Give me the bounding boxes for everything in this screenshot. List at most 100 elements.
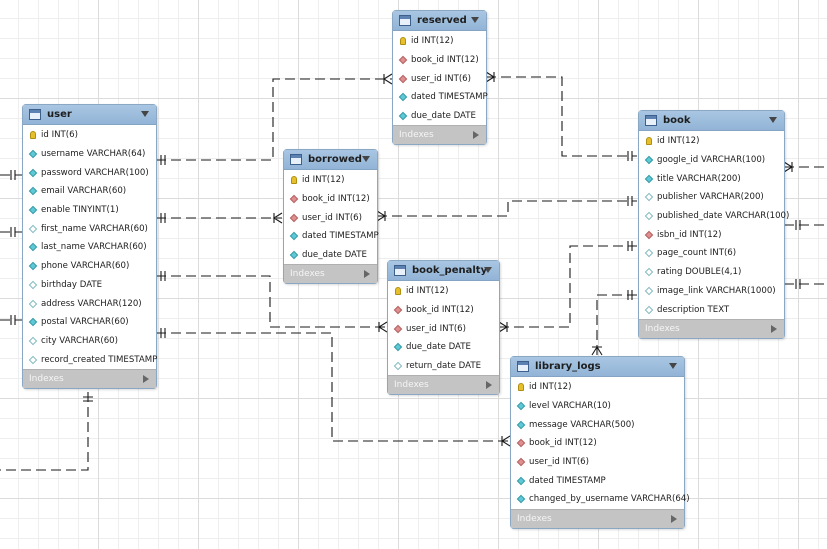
indexes-section[interactable]: Indexes (23, 368, 156, 388)
column-row[interactable]: user_id INT(6) (284, 208, 377, 227)
column-row[interactable]: dated TIMESTAMP (393, 88, 488, 107)
column-row[interactable]: due_date DATE (284, 246, 377, 265)
column-row[interactable]: page_count INT(6) (639, 244, 784, 263)
expand-arrow-icon[interactable] (143, 374, 149, 383)
primary-key-icon (393, 287, 402, 296)
not-null-column-icon (28, 317, 37, 327)
table-header[interactable]: borrowed (284, 150, 377, 170)
not-null-column-icon-shape (516, 476, 525, 486)
foreign-key-icon (289, 213, 298, 222)
column-row[interactable]: level VARCHAR(10) (511, 397, 684, 416)
column-definition: book_id INT(12) (406, 305, 474, 316)
table-header[interactable]: user (23, 105, 156, 125)
column-row[interactable]: image_link VARCHAR(1000) (639, 282, 784, 301)
column-row[interactable]: rating DOUBLE(4,1) (639, 263, 784, 282)
table-header[interactable]: library_logs (511, 357, 684, 377)
indexes-section[interactable]: Indexes (284, 264, 377, 284)
table-header[interactable]: book (639, 111, 784, 131)
collapse-arrow-icon[interactable] (484, 267, 492, 273)
primary-key-icon-shape (394, 287, 401, 296)
column-row[interactable]: username VARCHAR(64) (23, 145, 156, 164)
collapse-arrow-icon[interactable] (362, 156, 370, 162)
nullable-column-icon-shape (28, 299, 37, 308)
column-row[interactable]: password VARCHAR(100) (23, 163, 156, 182)
foreign-key-icon (516, 439, 525, 448)
column-row[interactable]: return_date DATE (388, 357, 499, 376)
nullable-column-icon (28, 224, 37, 234)
primary-key-icon-shape (290, 176, 297, 185)
table-icon (394, 265, 406, 276)
column-row[interactable]: record_created TIMESTAMP (23, 350, 157, 369)
expand-arrow-icon[interactable] (364, 270, 370, 279)
table-reserved[interactable]: reserved id INT(12)book_id INT(12)user_i… (392, 10, 488, 146)
column-row[interactable]: book_id INT(12) (284, 190, 377, 209)
expand-arrow-icon[interactable] (473, 131, 479, 140)
expand-arrow-icon[interactable] (486, 381, 492, 390)
column-row[interactable]: dated TIMESTAMP (284, 227, 379, 246)
indexes-section[interactable]: Indexes (393, 125, 486, 145)
column-row[interactable]: book_id INT(12) (511, 434, 684, 453)
column-row[interactable]: id INT(12) (388, 282, 499, 301)
column-row[interactable]: book_id INT(12) (393, 51, 486, 70)
not-null-column-icon-shape (28, 243, 37, 252)
column-row[interactable]: due_date DATE (388, 338, 499, 357)
column-row[interactable]: published_date VARCHAR(100) (639, 207, 789, 226)
column-row[interactable]: isbn_id INT(12) (639, 225, 784, 244)
column-row[interactable]: phone VARCHAR(60) (23, 257, 156, 276)
table-borrowed[interactable]: borrowed id INT(12)book_id INT(12) user_i… (283, 149, 379, 285)
column-row[interactable]: id INT(12) (511, 378, 684, 397)
column-row[interactable]: title VARCHAR(200) (639, 169, 784, 188)
column-row[interactable]: email VARCHAR(60) (23, 182, 156, 201)
nullable-column-icon-shape (644, 305, 653, 314)
column-row[interactable]: user_id INT(6) (511, 453, 684, 472)
column-row[interactable]: user_id INT(6) (388, 319, 499, 338)
not-null-column-icon (28, 187, 37, 196)
table-header[interactable]: reserved (393, 11, 486, 31)
expand-arrow-icon[interactable] (771, 324, 777, 333)
column-row[interactable]: book_id INT(12) (388, 301, 499, 320)
column-row[interactable]: changed_by_username VARCHAR(64) (511, 490, 690, 509)
not-null-column-icon-shape (398, 111, 407, 121)
column-row[interactable]: due_date DATE (393, 107, 486, 126)
column-row[interactable]: birthday DATE (23, 276, 156, 295)
column-row[interactable]: last_name VARCHAR(60) (23, 238, 156, 257)
column-row[interactable]: first_name VARCHAR(60) (23, 219, 156, 238)
column-row[interactable]: message VARCHAR(500) (511, 415, 684, 434)
table-library-logs[interactable]: library_logs id INT(12)level VARCHAR(10)… (510, 356, 690, 529)
column-row[interactable]: address VARCHAR(120) (23, 294, 156, 313)
collapse-arrow-icon[interactable] (471, 17, 479, 23)
indexes-section[interactable]: Indexes (388, 375, 499, 395)
indexes-section[interactable]: Indexes (639, 318, 784, 338)
column-list: id INT(12)book_id INT(12)user_id INT(6)d… (393, 31, 488, 126)
collapse-arrow-icon[interactable] (141, 111, 149, 117)
column-row[interactable]: id INT(12) (639, 132, 784, 151)
column-definition: user_id INT(6) (302, 212, 363, 223)
collapse-arrow-icon[interactable] (669, 363, 677, 369)
table-header[interactable]: book_penalty (388, 261, 499, 281)
table-book[interactable]: book id INT(12)google_id VARCHAR(100)tit… (638, 110, 789, 339)
column-row[interactable]: postal VARCHAR(60) (23, 313, 156, 332)
column-row[interactable]: description TEXT (639, 300, 784, 319)
nullable-column-icon (644, 286, 653, 296)
foreign-key-icon (393, 324, 402, 333)
relationship-reserved-book (486, 76, 637, 157)
expand-arrow-icon[interactable] (671, 514, 677, 523)
nullable-column-icon-shape (28, 224, 37, 234)
column-row[interactable]: id INT(12) (393, 32, 486, 51)
foreign-key-icon-shape (644, 230, 653, 240)
column-row[interactable]: id INT(12) (284, 171, 377, 190)
table-user[interactable]: user id INT(6)username VARCHAR(64)passwo… (22, 104, 157, 389)
table-book-penalty[interactable]: book_penalty id INT(12) book_id INT(12) us… (387, 260, 500, 396)
column-row[interactable]: id INT(6) (23, 126, 156, 145)
column-row[interactable]: city VARCHAR(60) (23, 332, 156, 351)
indexes-section[interactable]: Indexes (511, 508, 684, 528)
column-definition: user_id INT(6) (406, 323, 467, 334)
column-row[interactable]: publisher VARCHAR(200) (639, 188, 784, 207)
not-null-column-icon (393, 343, 402, 352)
column-definition: phone VARCHAR(60) (41, 261, 130, 272)
column-row[interactable]: enable TINYINT(1) (23, 201, 156, 220)
column-row[interactable]: dated TIMESTAMP (511, 471, 684, 490)
column-row[interactable]: google_id VARCHAR(100) (639, 151, 784, 170)
collapse-arrow-icon[interactable] (769, 117, 777, 123)
column-row[interactable]: user_id INT(6) (393, 69, 486, 88)
